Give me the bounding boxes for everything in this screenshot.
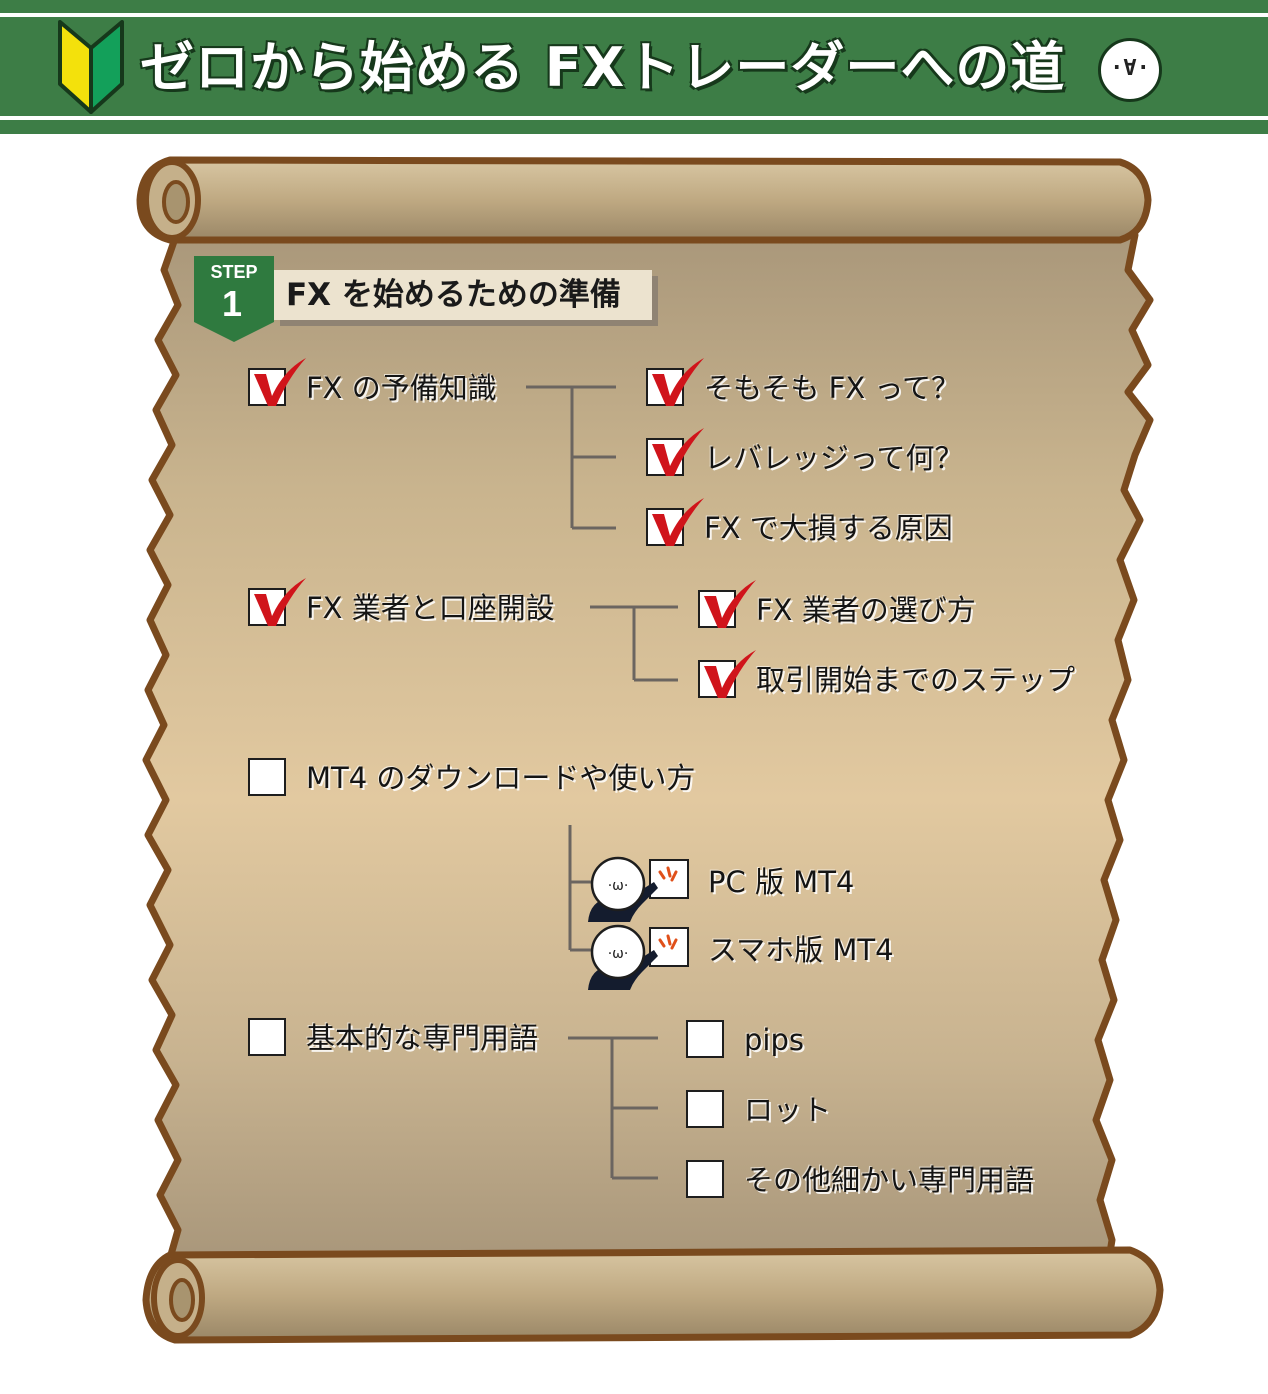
face-badge-icon: ·∀·: [1098, 38, 1162, 102]
checklist-item-label: FX の予備知識: [306, 371, 497, 405]
red-check-icon: [704, 650, 756, 698]
page-title: ゼロから始める FXトレーダーへの道: [140, 36, 1066, 99]
banner-bottom-stripe: [0, 116, 1268, 120]
scroll-top-roll: [136, 156, 1152, 244]
red-check-icon: [652, 498, 704, 546]
checklist-item-label: そもそも FX って？: [704, 371, 960, 405]
checklist-item-label: pips: [744, 1023, 804, 1057]
red-check-icon: [254, 358, 306, 406]
checkbox[interactable]: [248, 758, 286, 796]
red-check-icon: [254, 578, 306, 626]
step-badge: STEP 1: [194, 256, 274, 342]
checklist-item-label: FX 業者と口座開設: [306, 591, 555, 625]
svg-text:·ω·: ·ω·: [608, 878, 629, 894]
pointing-character-icon: ·ω·: [588, 924, 689, 990]
checklist-item-label: 取引開始までのステップ: [756, 663, 1076, 697]
checklist-item-label: FX 業者の選び方: [756, 593, 976, 627]
svg-text:·ω·: ·ω·: [608, 946, 629, 962]
checkbox[interactable]: [248, 1018, 286, 1056]
step-title: FX を始めるための準備: [286, 277, 621, 313]
scroll-bottom-roll: [142, 1246, 1164, 1344]
header-banner: ゼロから始める FXトレーダーへの道 ·∀·: [0, 0, 1268, 134]
checkbox[interactable]: [686, 1160, 724, 1198]
checkbox[interactable]: [686, 1090, 724, 1128]
checklist-item-label: その他細かい専門用語: [744, 1163, 1035, 1197]
checklist-item-label: MT4 のダウンロードや使い方: [306, 761, 696, 795]
checklist-item-label: スマホ版 MT4: [708, 933, 894, 967]
checklist-item-label: PC 版 MT4: [708, 865, 855, 899]
beginner-mark-icon: [58, 20, 124, 114]
checklist-item-label: 基本的な専門用語: [306, 1021, 539, 1055]
checklist-item-label: FX で大損する原因: [704, 511, 953, 545]
pointing-character-icon: ·ω·: [588, 856, 689, 922]
red-check-icon: [704, 580, 756, 628]
step-title-box: FX を始めるための準備: [274, 270, 652, 320]
red-check-icon: [652, 358, 704, 406]
step-badge-label: STEP: [210, 262, 257, 282]
checklist-item-label: ロット: [744, 1093, 832, 1127]
checkbox[interactable]: [686, 1020, 724, 1058]
red-check-icon: [652, 428, 704, 476]
step-badge-number: 1: [222, 283, 242, 324]
banner-top-stripe: [0, 13, 1268, 17]
checklist-item-label: レバレッジって何？: [704, 441, 964, 475]
